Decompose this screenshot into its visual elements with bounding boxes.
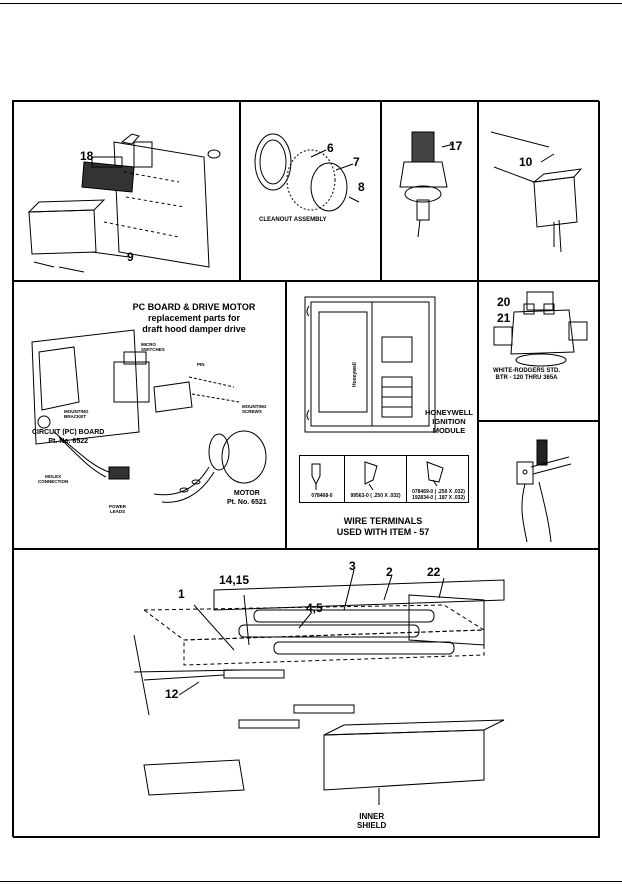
part-12-label: 12 <box>165 687 179 701</box>
panel-ignition-module: Honeywell HONEYWELL IGNITION MODULE 0784… <box>286 281 478 549</box>
circuit-board-label: CIRCUIT (PC) BOARD Pt. No. 6522 <box>32 429 105 445</box>
valve-mount-drawing <box>27 133 221 273</box>
spade-terminal-icon <box>364 461 378 491</box>
molex-connection-label: MOLEX CONNECTION <box>38 474 69 484</box>
fork-terminal-icon <box>311 463 321 490</box>
burner-assembly-drawing <box>133 569 505 805</box>
bottom-rule <box>0 881 622 882</box>
panel-pc-board: PC BOARD & DRIVE MOTOR replacement parts… <box>13 281 286 549</box>
part-10-label: 10 <box>519 155 533 169</box>
panel-gas-valve: 20 21 WHITE-RODGERS STD. BTR - 120 THRU … <box>478 281 600 421</box>
wire-terminal-cell-3: 078469-0 ( .250 X .032) 192834-0 ( .187 … <box>407 456 470 502</box>
part-17-label: 17 <box>449 139 463 153</box>
part-22-label: 22 <box>427 565 441 579</box>
panel-thermostat: 10 <box>478 101 600 281</box>
part-8-label: 8 <box>358 180 365 194</box>
part-9-label: 9 <box>127 250 134 264</box>
part-7-label: 7 <box>353 155 360 169</box>
panel-pilot <box>478 421 600 549</box>
part-2-label: 2 <box>386 565 393 579</box>
gas-valve-drawing <box>493 291 588 367</box>
wire-terminals-caption-text: WIRE TERMINALS USED WITH ITEM - 57 <box>336 516 430 537</box>
inner-shield-label: INNER SHIELD <box>357 812 387 830</box>
cleanout-drawing <box>254 133 360 212</box>
panel-burner-assembly: 1 14,15 3 2 22 4,5 12 INNER SHIELD <box>13 549 600 838</box>
top-rule <box>0 3 622 4</box>
part-1-label: 1 <box>178 587 185 601</box>
wire-terminals-box: 078468-0 99563-0 ( .250 X .032) 078469-0… <box>299 455 469 503</box>
wire-terminal-cell-1: 078468-0 <box>300 456 345 502</box>
wire-terminal-cell-2: 99563-0 ( .250 X .032) <box>345 456 407 502</box>
panel-relief-valve: 17 <box>381 101 478 281</box>
pc-board-drawing <box>31 329 267 503</box>
part-21-label: 21 <box>497 311 511 325</box>
wire-terminals-caption: WIRE TERMINALS USED WITH ITEM - 57 <box>297 516 469 538</box>
relief-valve-drawing <box>399 131 455 238</box>
panel-valve-mount: 18 9 <box>13 101 240 281</box>
mounting-bracket-label: MOUNTING BRACKET <box>64 409 89 419</box>
pin-label: PIN <box>197 362 205 367</box>
honeywell-brand-label: Honeywell <box>352 362 358 387</box>
pilot-assembly-drawing <box>516 439 572 543</box>
mounting-screws-label: MOUNTING SCREWS <box>242 404 267 414</box>
wire-terminal-1-label: 078468-0 <box>311 493 333 499</box>
part-18-label: 18 <box>80 149 94 163</box>
ignition-module-drawing <box>304 296 436 433</box>
flag-terminal-icon <box>426 461 444 487</box>
power-leads-label: POWER LEADS <box>109 504 127 514</box>
part-14-15-label: 14,15 <box>219 573 250 587</box>
ignition-module-caption: HONEYWELL IGNITION MODULE <box>425 408 473 435</box>
gas-valve-caption: WHITE-RODGERS STD. BTR - 120 THRU 365A <box>493 368 560 381</box>
micro-switches-label: MICRO SWITCHES <box>141 342 165 352</box>
pc-board-title-text: PC BOARD & DRIVE MOTOR replacement parts… <box>132 302 256 334</box>
motor-label: MOTOR Pt. No. 6521 <box>227 490 267 506</box>
wire-terminal-3-label: 078469-0 ( .250 X .032) 192834-0 ( .187 … <box>412 489 465 501</box>
wire-terminal-2-label: 99563-0 ( .250 X .032) <box>350 493 401 499</box>
part-6-label: 6 <box>327 141 334 155</box>
parts-diagram-frame: 18 9 6 7 8 CLEANOUT ASSEMBLY <box>12 100 600 838</box>
part-4-5-label: 4,5 <box>306 601 323 615</box>
thermostat-drawing <box>490 131 583 253</box>
panel-cleanout: 6 7 8 CLEANOUT ASSEMBLY <box>240 101 381 281</box>
pc-board-title: PC BOARD & DRIVE MOTOR replacement parts… <box>109 302 279 335</box>
cleanout-assembly-label: CLEANOUT ASSEMBLY <box>259 217 327 223</box>
part-20-label: 20 <box>497 295 511 309</box>
part-3-label: 3 <box>349 559 356 573</box>
